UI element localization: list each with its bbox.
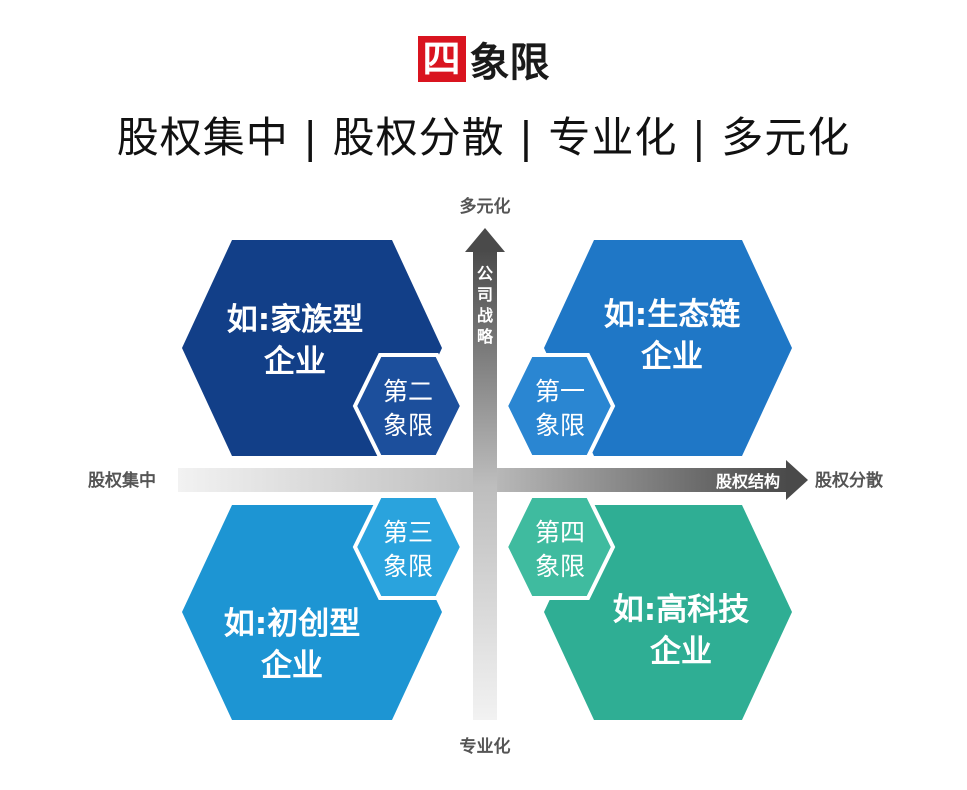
title: 四 象限 bbox=[0, 30, 967, 88]
q1-tag-line1: 第一 bbox=[535, 377, 585, 406]
vertical-axis-name-char: 公 bbox=[477, 264, 493, 283]
q1-tag-hexagon bbox=[503, 353, 616, 459]
axis-right-label: 股权分散 bbox=[815, 470, 884, 491]
q3-line1: 如:初创型 bbox=[224, 606, 360, 642]
q4-tag-line1: 第四 bbox=[535, 518, 585, 547]
q4-tag-hexagon bbox=[503, 494, 616, 600]
q2-tag-line1: 第二 bbox=[383, 377, 433, 406]
q2-tag-hexagon bbox=[352, 353, 465, 459]
q3-tag-line2: 象限 bbox=[383, 552, 433, 581]
q1-tag-line2: 象限 bbox=[535, 411, 585, 440]
q2-line2: 企业 bbox=[264, 344, 326, 380]
q2-line1: 如:家族型 bbox=[227, 302, 363, 338]
title-text: 象限 bbox=[469, 40, 550, 86]
q1-line2: 企业 bbox=[641, 339, 703, 375]
vertical-axis-name-char: 略 bbox=[477, 327, 494, 346]
q1-line1: 如:生态链 bbox=[604, 297, 740, 333]
q2-tag-line2: 象限 bbox=[383, 411, 433, 440]
axis-left-label: 股权集中 bbox=[88, 470, 156, 491]
axis-top-label: 多元化 bbox=[460, 196, 511, 217]
vertical-axis bbox=[473, 250, 497, 720]
vertical-axis-name-char: 战 bbox=[477, 306, 493, 325]
horizontal-axis-arrowhead bbox=[786, 460, 808, 500]
q4-line2: 企业 bbox=[650, 634, 712, 670]
vertical-axis-name-char: 司 bbox=[477, 285, 493, 304]
q4-tag-line2: 象限 bbox=[535, 552, 585, 581]
title-badge: 四 bbox=[417, 36, 466, 82]
q3-tag-hexagon bbox=[352, 494, 465, 600]
subtitle: 股权集中 | 股权分散 | 专业化 | 多元化 bbox=[116, 113, 851, 162]
q3-line2: 企业 bbox=[261, 648, 323, 684]
axis-bottom-label: 专业化 bbox=[460, 736, 511, 757]
q4-line1: 如:高科技 bbox=[613, 592, 749, 628]
q3-tag-line1: 第三 bbox=[383, 518, 433, 547]
horizontal-axis-name: 股权结构 bbox=[716, 472, 780, 491]
vertical-axis-arrowhead bbox=[465, 228, 505, 252]
